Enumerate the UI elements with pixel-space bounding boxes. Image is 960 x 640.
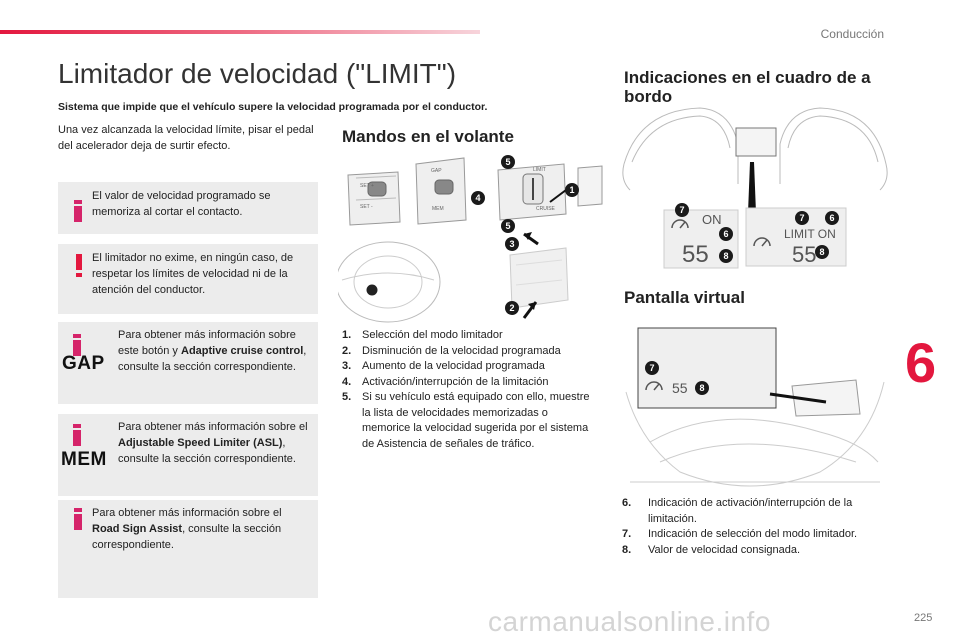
- steering-controls-figure: SET + SET - GAP MEM LIMIT CRUISE 5 4 5 1…: [338, 155, 603, 323]
- note-text: Para obtener más información sobre este …: [118, 329, 307, 373]
- callout-3: 3: [509, 239, 514, 249]
- watermark: carmanualsonline.info: [488, 606, 771, 637]
- intro-paragraph: Una vez alcanzada la velocidad límite, p…: [58, 124, 314, 152]
- label-mem: MEM: [432, 206, 444, 212]
- info-icon: [73, 334, 81, 356]
- list-item: 1.Selección del modo limitador: [342, 329, 503, 341]
- section-name: Conducción: [820, 27, 884, 41]
- chapter-number: 6: [905, 331, 937, 394]
- list-item: 8.Valor de velocidad consignada.: [622, 543, 801, 556]
- label-gap: GAP: [431, 168, 442, 174]
- virtual-display-figure: 55 7 8: [625, 327, 885, 487]
- callout-7a: 7: [679, 205, 684, 215]
- note-text: Para obtener más información sobre el Ad…: [118, 421, 308, 465]
- note-text: El valor de velocidad programado se memo…: [92, 190, 271, 218]
- instrument-panel-figure: ON 55 LIMIT ON 55 7 6 8 7 6 8: [622, 107, 888, 269]
- callout-6b: 6: [829, 213, 834, 223]
- list-item: 7.Indicación de selección del modo limit…: [622, 528, 858, 540]
- callout-8b: 8: [819, 247, 824, 257]
- page-subtitle: Sistema que impide que el vehículo super…: [58, 101, 488, 113]
- list-item: 2.Disminución de la velocidad programada: [342, 344, 561, 357]
- note-memorized: El valor de velocidad programado se memo…: [58, 182, 318, 234]
- page-title: Limitador de velocidad ("LIMIT"): [58, 58, 457, 89]
- label-cruise: CRUISE: [536, 206, 556, 212]
- display-right-speed: 55: [792, 242, 816, 267]
- mandos-list: 1.Selección del modo limitador 2.Disminu…: [342, 328, 592, 452]
- info-icon: [74, 508, 82, 530]
- warning-icon: [76, 254, 82, 277]
- callout-1: 1: [569, 185, 574, 195]
- heading-cuadro: Indicaciones en el cuadro de a bordo: [624, 68, 871, 106]
- callout-5b: 5: [505, 221, 510, 231]
- callout-6a: 6: [723, 229, 728, 239]
- page-number: 225: [914, 612, 933, 624]
- list-item: 3.Aumento de la velocidad programada: [342, 360, 545, 372]
- info-icon: [74, 200, 82, 222]
- label-set-minus: SET -: [360, 204, 373, 210]
- callout-8a: 8: [723, 251, 728, 261]
- callout-2: 2: [509, 303, 514, 313]
- list-item: 5.Si su vehículo está equipado con ello,…: [342, 391, 590, 450]
- note-road-sign: Para obtener más información sobre el Ro…: [58, 500, 318, 598]
- note-text: Para obtener más información sobre el Ro…: [92, 507, 282, 551]
- display-right-status: LIMIT ON: [784, 227, 836, 241]
- callout-8c: 8: [699, 383, 704, 393]
- label-limit: LIMIT: [533, 167, 546, 173]
- label-set-plus: SET +: [360, 183, 374, 189]
- list-item: 6.Indicación de activación/interrupción …: [622, 497, 853, 525]
- note-text: El limitador no exime, en ningún caso, d…: [92, 252, 294, 296]
- note-mem: MEM Para obtener más información sobre e…: [58, 414, 318, 496]
- virtual-speed: 55: [672, 380, 688, 396]
- mem-label: MEM: [61, 449, 107, 470]
- virtual-list: 6.Indicación de activación/interrupción …: [622, 496, 892, 558]
- display-left-status: ON: [702, 212, 722, 227]
- note-warning: El limitador no exime, en ningún caso, d…: [58, 244, 318, 314]
- callout-5a: 5: [505, 157, 510, 167]
- header-accent-bar: [0, 30, 480, 34]
- display-left-speed: 55: [682, 241, 709, 268]
- heading-mandos: Mandos en el volante: [342, 127, 514, 146]
- info-icon: [73, 424, 81, 446]
- heading-virtual: Pantalla virtual: [624, 288, 745, 307]
- callout-7c: 7: [649, 363, 654, 373]
- callout-7b: 7: [799, 213, 804, 223]
- callout-4: 4: [475, 193, 480, 203]
- list-item: 4.Activación/interrupción de la limitaci…: [342, 375, 549, 388]
- note-gap: GAP Para obtener más información sobre e…: [58, 322, 318, 404]
- gap-label: GAP: [62, 353, 105, 374]
